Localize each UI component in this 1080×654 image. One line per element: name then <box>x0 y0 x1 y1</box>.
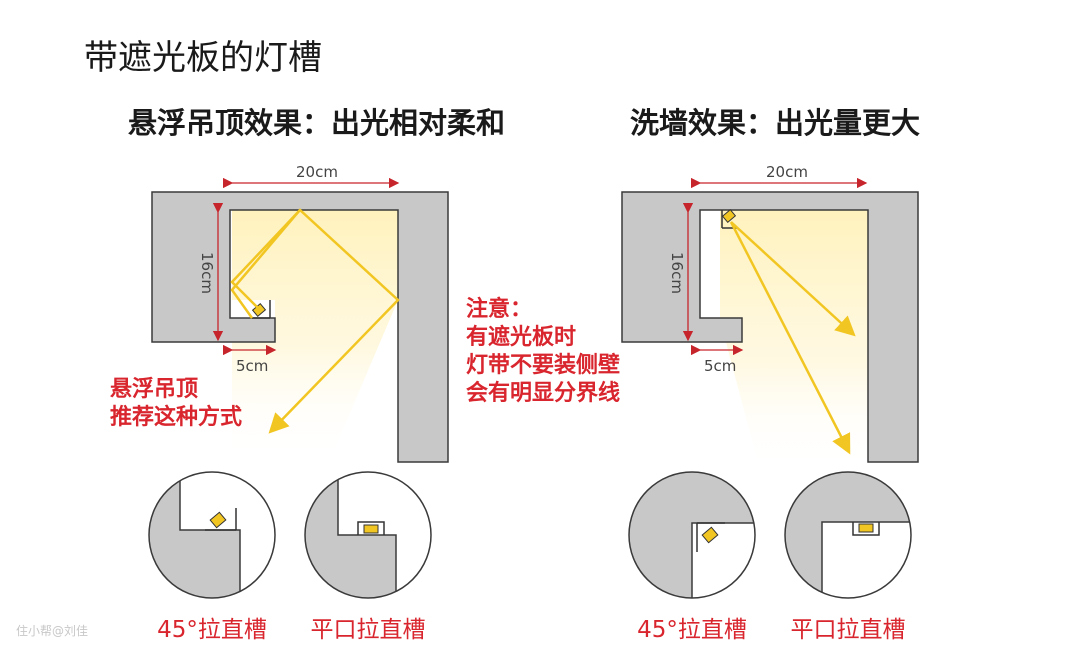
left-height-label: 16cm <box>198 252 216 294</box>
right-subtitle: 洗墙效果：出光量更大 <box>630 106 921 140</box>
left-note-line: 推荐这种方式 <box>110 405 243 430</box>
left-width-label: 20cm <box>296 163 338 181</box>
caption-right-45: 45°拉直槽 <box>637 617 747 643</box>
center-note-line: 灯带不要装侧壁 <box>466 353 621 378</box>
right-ray-1 <box>730 221 856 337</box>
right-height-label: 16cm <box>668 252 686 294</box>
center-note-line: 有遮光板时 <box>466 325 577 350</box>
right-ray-2 <box>729 221 851 455</box>
page-title: 带遮光板的灯槽 <box>84 38 322 78</box>
detail-circle-left-flat <box>304 471 432 599</box>
left-note-line: 悬浮吊顶 <box>110 377 199 402</box>
detail-circle-right-45 <box>628 471 756 599</box>
left-recommendation-note: 悬浮吊顶 推荐这种方式 <box>110 376 242 432</box>
caption-left-45: 45°拉直槽 <box>157 617 267 643</box>
right-lip-label: 5cm <box>704 357 736 375</box>
left-ceiling-wall <box>151 191 449 463</box>
caption-left-flat: 平口拉直槽 <box>310 617 426 643</box>
right-diagram: 20cm 16cm 5cm <box>621 163 919 470</box>
left-lip-label: 5cm <box>236 357 268 375</box>
watermark: 住小帮@刘佳 <box>16 624 89 638</box>
right-ceiling-wall <box>621 191 919 463</box>
right-width-label: 20cm <box>766 163 808 181</box>
caption-right-flat: 平口拉直槽 <box>790 617 906 643</box>
left-lamp <box>251 300 271 319</box>
center-warning-note: 注意： 有遮光板时 灯带不要装侧壁 会有明显分界线 <box>466 296 620 408</box>
detail-circle-left-45 <box>148 471 276 599</box>
center-note-line: 注意： <box>466 297 533 322</box>
left-subtitle: 悬浮吊顶效果：出光相对柔和 <box>128 106 506 140</box>
left-diagram: 20cm 16cm 5cm <box>151 163 449 463</box>
left-light-glow <box>232 210 398 460</box>
left-ray-2 <box>230 209 301 319</box>
center-note-line: 会有明显分界线 <box>466 381 621 406</box>
detail-circle-right-flat <box>784 471 912 599</box>
